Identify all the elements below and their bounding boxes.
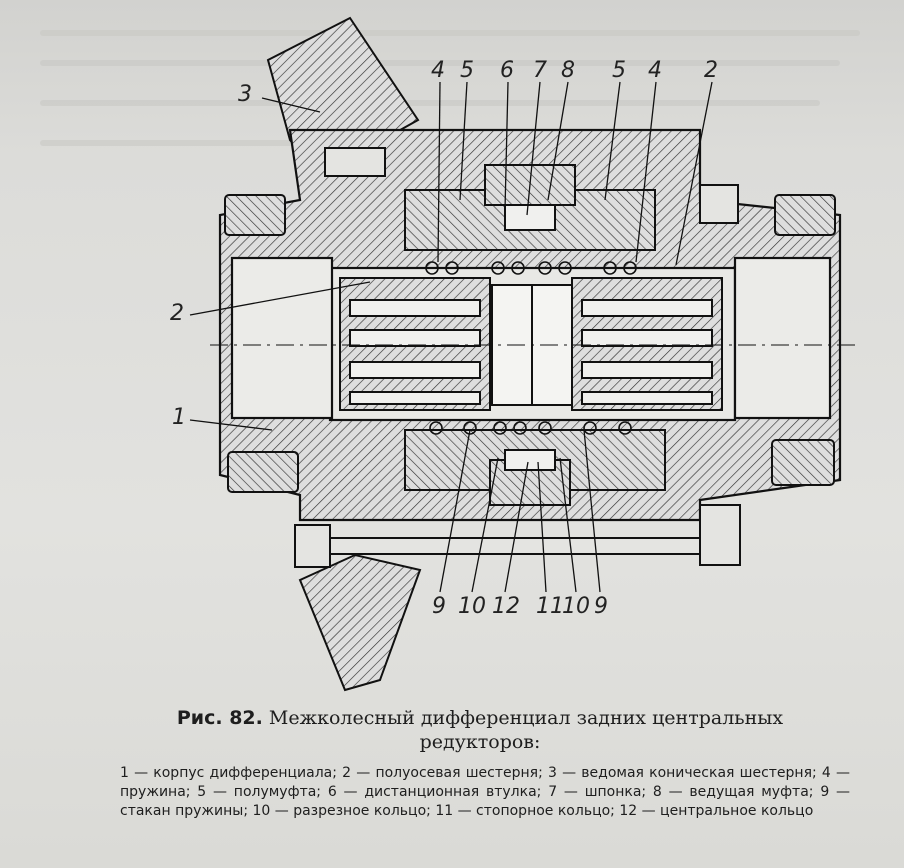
callout-10-left: 10 [458,594,486,619]
legend-item: 4 — пружина; [120,765,851,800]
callout-9-left: 9 [432,594,446,619]
callout-4-left: 4 [431,58,445,83]
legend-item: 5 — полумуфта; [197,784,328,800]
figure-caption: Рис. 82. Межколесный дифференциал задних… [120,706,840,754]
callout-1: 1 [172,405,186,430]
callout-6: 6 [500,58,514,83]
callout-8: 8 [561,58,575,83]
figure-legend: 1 — корпус дифференциала; 2 — полуосевая… [120,764,850,821]
legend-item: 1 — корпус дифференциала; [120,765,343,781]
legend-item: 10 — разрезное кольцо; [252,803,436,819]
callout-5-right: 5 [612,58,626,83]
legend-item: 3 — ведомая коническая шестерня; [547,765,822,781]
callout-9-right: 9 [594,594,608,619]
housing-bolts [294,147,741,568]
figure-number: Рис. 82. [176,707,263,729]
figure-title: Межколесный дифференциал задних централь… [268,707,784,753]
legend-item: 11 — стопорное кольцо; [435,803,620,819]
callout-12: 12 [492,594,520,619]
bleed-through-text [40,100,820,106]
legend-item: 8 — ведущая муфта; [652,784,821,800]
legend-item: 2 — полуосевая шестерня; [342,765,548,781]
callout-5-left: 5 [460,58,474,83]
callout-10-right: 10 [562,594,590,619]
callout-2-right: 2 [704,58,718,83]
callout-3: 3 [238,82,252,107]
differential-drawing [189,16,860,692]
callout-7: 7 [533,58,547,83]
tapered-bearings [224,194,836,493]
bleed-through-text [40,140,340,146]
leader-lines [189,81,713,593]
callout-11: 11 [536,594,564,619]
callout-2-left: 2 [170,301,184,326]
bleed-through-text [40,60,840,66]
legend-item: 9 — стакан пружины; [120,784,851,819]
springs-bottom [429,421,632,435]
side-gear-right [571,277,723,411]
side-gear-left [339,277,491,411]
springs-top [425,261,637,275]
legend-item: 7 — шпонка; [548,784,653,800]
callout-4-right: 4 [648,58,662,83]
lower-coupling [404,429,666,506]
legend-item: 6 — дистанционная втулка; [327,784,549,800]
bleed-through-text [40,30,860,36]
legend-item: 12 — центральное кольцо [619,803,814,819]
